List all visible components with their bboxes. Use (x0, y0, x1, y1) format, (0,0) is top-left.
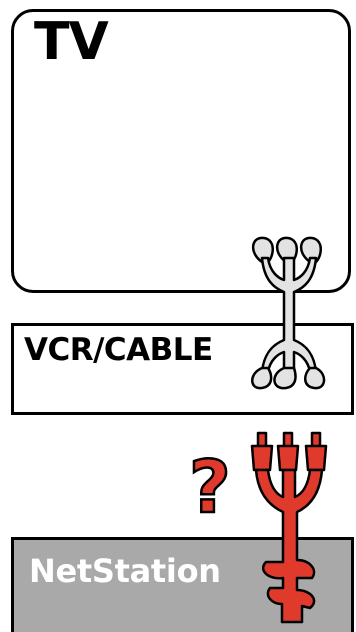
question-mark: ? (189, 445, 231, 529)
gray-cable-connector-icon (252, 238, 324, 388)
red-cable-connector-icon (252, 433, 326, 622)
